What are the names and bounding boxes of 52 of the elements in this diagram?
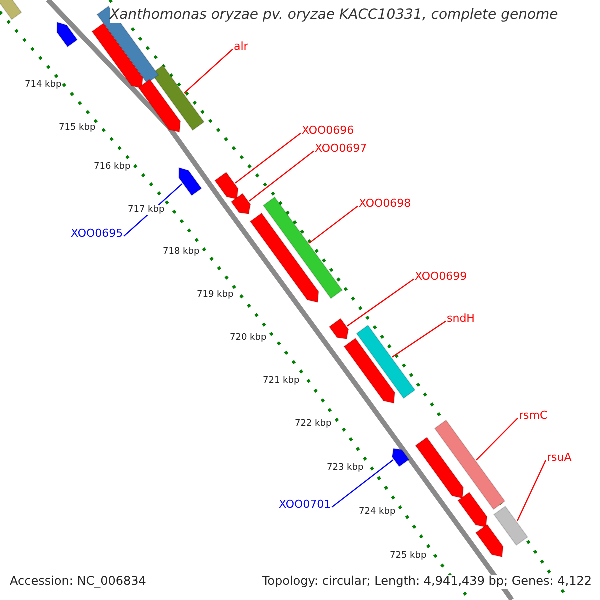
feature-bar bbox=[0, 0, 22, 20]
gene-feature bbox=[214, 172, 239, 200]
gene-label: XOO0695 bbox=[71, 228, 124, 241]
position-label: 718 kbp bbox=[163, 247, 200, 258]
gene-feature bbox=[328, 318, 350, 340]
position-label: 716 kbp bbox=[94, 162, 131, 172]
gene-feature bbox=[392, 448, 410, 468]
position-label: 723 kbp bbox=[327, 463, 364, 474]
leader-line bbox=[392, 320, 446, 358]
gene-label: XOO0701 bbox=[279, 499, 332, 512]
leader-line bbox=[516, 460, 547, 522]
gene-feature bbox=[250, 212, 320, 304]
feature-bar bbox=[493, 506, 529, 546]
position-label: 724 kbp bbox=[359, 507, 396, 518]
gene-label: XOO0696 bbox=[302, 125, 354, 138]
position-label: 719 kbp bbox=[197, 290, 234, 300]
gene-label: sndH bbox=[447, 313, 475, 326]
gene-feature bbox=[56, 22, 78, 48]
gene-feature bbox=[178, 167, 202, 196]
position-label: 725 kbp bbox=[390, 551, 427, 562]
gene-feature bbox=[457, 492, 488, 528]
gene-label: rsmC bbox=[519, 410, 548, 423]
leader-line bbox=[332, 460, 394, 508]
position-label: 715 kbp bbox=[59, 123, 96, 134]
gene-feature bbox=[475, 524, 504, 558]
gene-feature bbox=[138, 78, 182, 133]
gene-label: XOO0697 bbox=[315, 143, 368, 156]
genome-stats-text: Topology: circular; Length: 4,941,439 bp; Genes: 4,122 bbox=[262, 575, 592, 589]
gene-feature bbox=[344, 338, 396, 404]
position-label: 717 kbp bbox=[128, 205, 165, 216]
leader-line bbox=[235, 132, 302, 184]
map-title: Xanthomonas oryzae pv. oryzae KACC10331, complete genome bbox=[110, 7, 558, 24]
gene-label: rsuA bbox=[547, 452, 572, 465]
leader-line bbox=[309, 206, 358, 244]
leader-line bbox=[347, 278, 414, 327]
gene-feature bbox=[415, 436, 464, 499]
leader-line bbox=[476, 418, 518, 461]
feature-bar bbox=[356, 324, 416, 400]
gene-feature bbox=[230, 193, 252, 215]
feature-bar bbox=[434, 420, 506, 510]
leader-line bbox=[184, 48, 234, 94]
gene-label: XOO0698 bbox=[359, 198, 412, 211]
gene-label: alr bbox=[234, 41, 248, 54]
gene-label: XOO0699 bbox=[415, 271, 468, 284]
position-label: 720 kbp bbox=[230, 333, 267, 344]
gene-feature bbox=[92, 22, 144, 89]
position-label: 722 kbp bbox=[295, 419, 332, 430]
accession-text: Accession: NC_006834 bbox=[10, 575, 146, 589]
leader-line bbox=[249, 150, 314, 202]
position-label: 714 kbp bbox=[25, 80, 62, 90]
feature-bar bbox=[262, 196, 344, 300]
position-label: 721 kbp bbox=[263, 376, 300, 386]
